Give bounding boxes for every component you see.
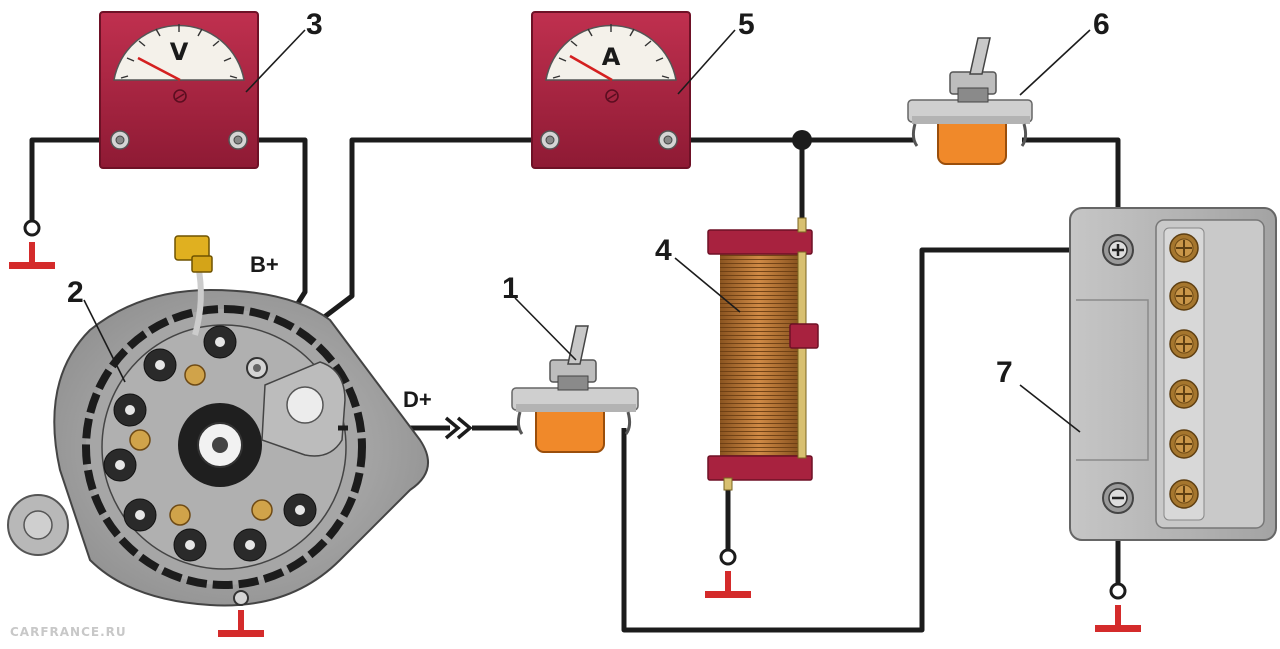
voltmeter: V — [99, 11, 259, 169]
junction-node — [792, 130, 812, 150]
watermark: CARFRANCE.RU — [10, 625, 127, 639]
ammeter: A — [531, 11, 691, 169]
label-5: 5 — [738, 8, 755, 41]
rheostat — [707, 217, 819, 491]
toggle-switch-6 — [907, 37, 1033, 165]
label-1: 1 — [502, 272, 519, 305]
battery-negative-terminal — [1102, 482, 1134, 514]
label-d-plus: D+ — [403, 387, 432, 412]
voltmeter-letter: V — [170, 38, 189, 66]
ground-symbol-battery — [1095, 582, 1141, 632]
battery — [1069, 207, 1277, 541]
leader-lines — [83, 29, 1091, 433]
toggle-switch-1 — [511, 325, 639, 453]
d-plus-connector — [444, 416, 473, 440]
label-2: 2 — [67, 276, 84, 309]
ammeter-letter: A — [602, 43, 621, 71]
label-4: 4 — [655, 234, 672, 267]
label-7: 7 — [996, 356, 1013, 389]
voltmeter-needle — [137, 56, 181, 82]
alternator — [7, 235, 429, 607]
wire-switch-1-to-battery — [621, 247, 1118, 633]
alternator-plug-connector — [174, 235, 213, 336]
label-3: 3 — [306, 8, 323, 41]
wire-voltmeter-to-ground — [29, 137, 120, 225]
label-6: 6 — [1093, 8, 1110, 41]
label-b-plus: B+ — [250, 252, 279, 277]
ground-symbol-rheostat — [705, 548, 751, 598]
ground-symbol-voltmeter — [9, 219, 55, 269]
battery-positive-terminal — [1102, 234, 1134, 266]
b-plus-terminal — [246, 357, 268, 379]
rheostat-slider — [789, 323, 819, 349]
ammeter-needle — [569, 54, 613, 82]
